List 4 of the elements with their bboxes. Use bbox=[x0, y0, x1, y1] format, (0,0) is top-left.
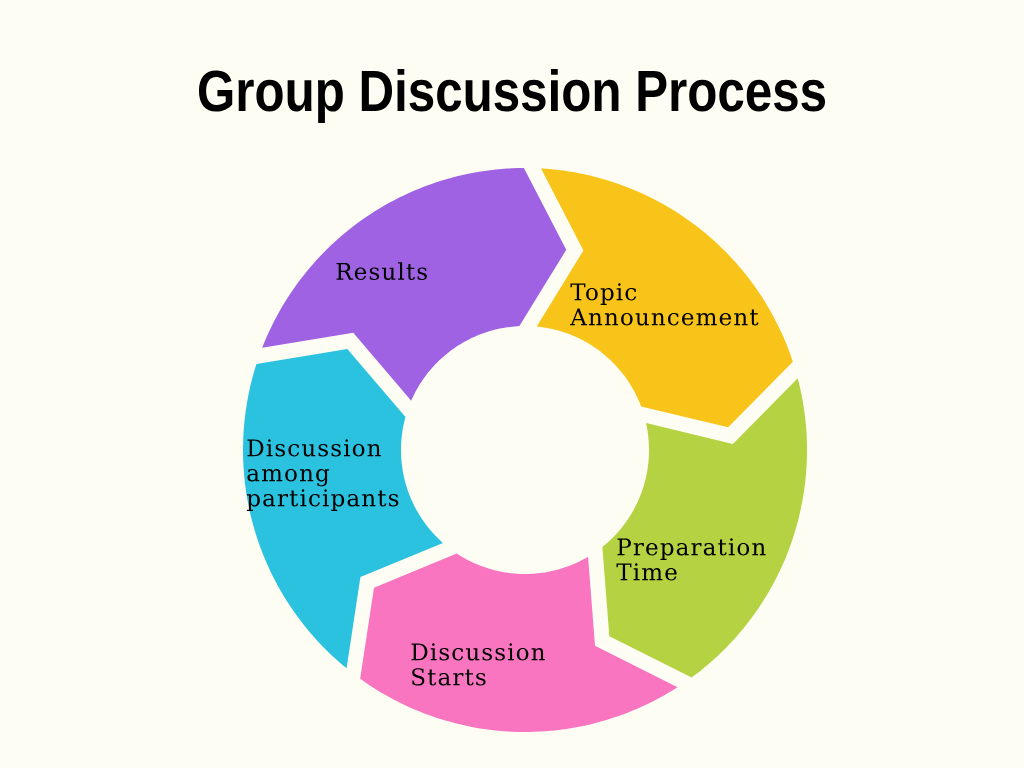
title: Group Discussion Process bbox=[198, 68, 826, 124]
arrow-segment: Topic Announcement bbox=[536, 168, 793, 428]
arrow-segment: Results bbox=[262, 168, 567, 401]
arrow-segment: Preparation Time bbox=[602, 378, 807, 678]
